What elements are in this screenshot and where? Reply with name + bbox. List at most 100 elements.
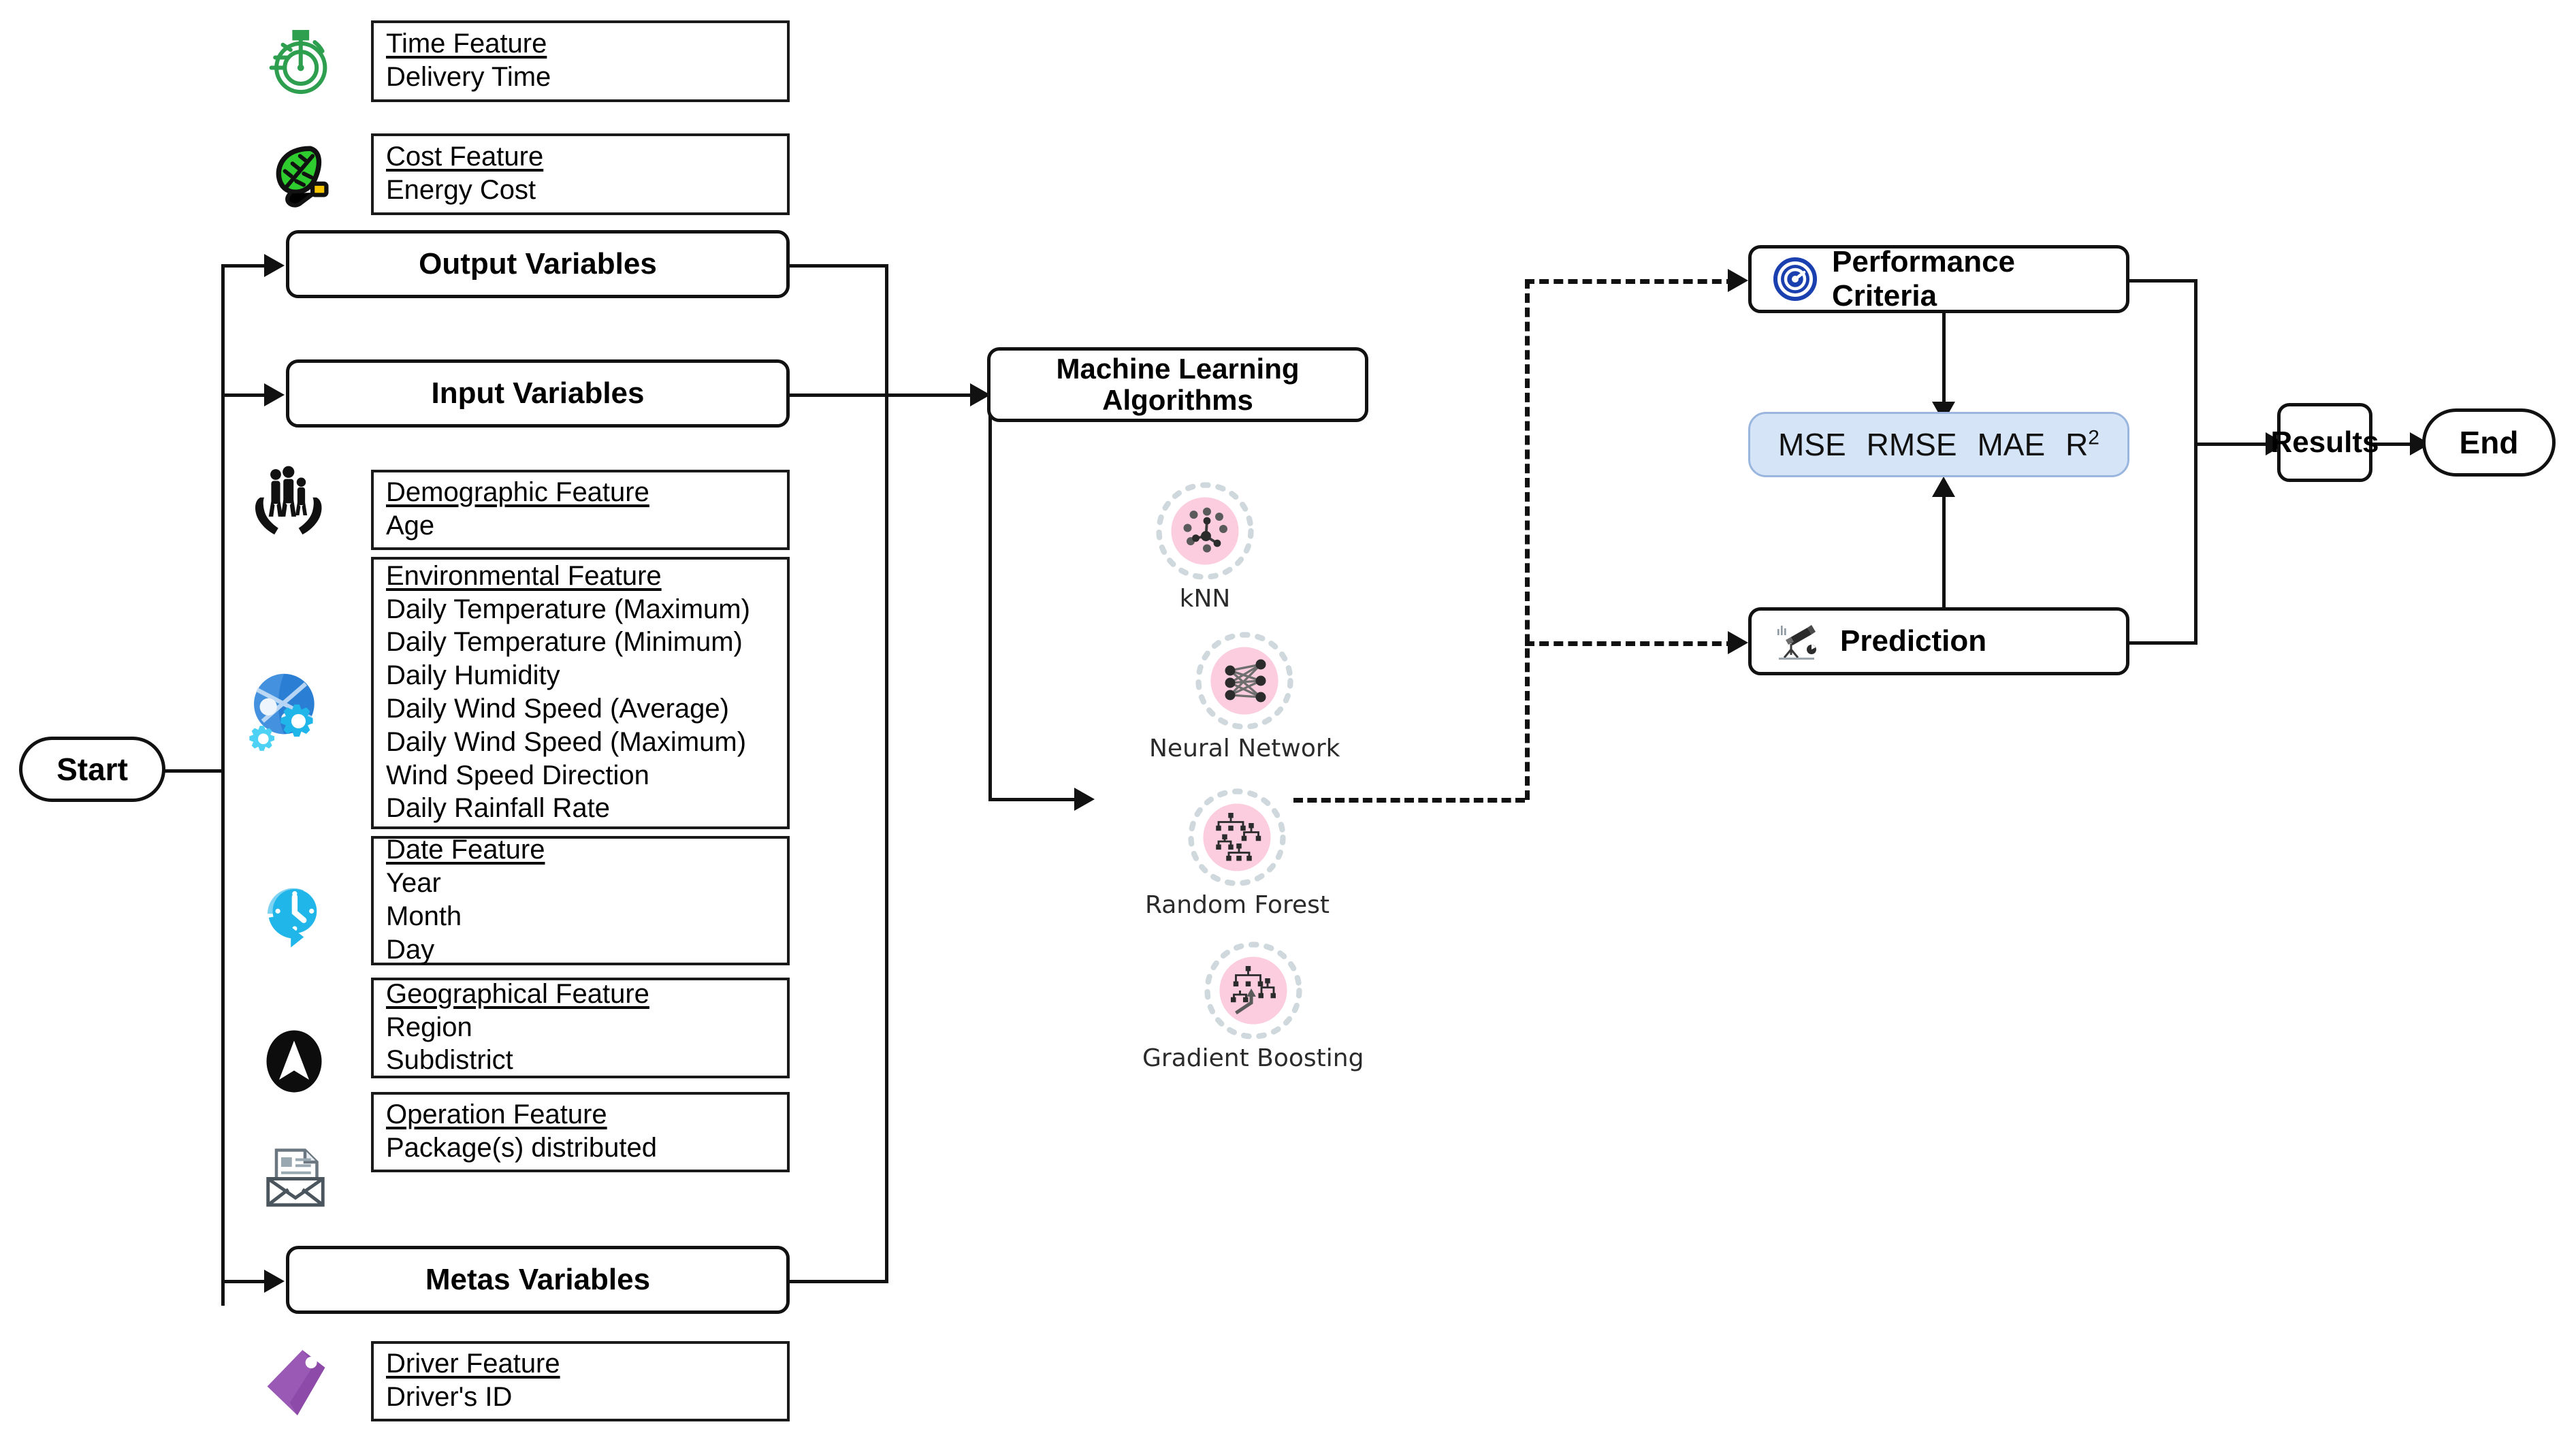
feature-card-environmental: Environmental Feature Daily Temperature … <box>371 557 790 829</box>
feature-title: Operation Feature <box>386 1099 607 1130</box>
ml-algorithm-knn[interactable]: kNN <box>1154 480 1256 613</box>
metric-r-squared: R2 <box>2065 426 2099 462</box>
metas-variables-label: Metas Variables <box>425 1263 651 1296</box>
machine-learning-box[interactable]: Machine Learning Algorithms <box>987 347 1368 422</box>
feature-card-time: Time Feature Delivery Time <box>371 20 790 102</box>
connector-bus-to-metas <box>221 1280 265 1283</box>
arrowhead-input <box>264 383 285 406</box>
speedometer-icon <box>1773 257 1817 301</box>
ml-title-line2: Algorithms <box>1102 384 1253 416</box>
feature-line: Energy Cost <box>386 175 536 205</box>
feature-line: Daily Humidity <box>386 660 560 691</box>
feature-title: Cost Feature <box>386 142 544 172</box>
dashed-riser <box>1525 279 1530 800</box>
purple-tag-icon <box>267 1350 325 1415</box>
metric-mse: MSE <box>1777 427 1846 462</box>
performance-criteria-box[interactable]: Performance Criteria <box>1748 245 2129 313</box>
performance-criteria-label: Performance Criteria <box>1832 245 2016 312</box>
connector-performance-right <box>2129 279 2197 283</box>
connector-start-to-bus <box>163 769 225 773</box>
prediction-label: Prediction <box>1840 624 1987 658</box>
connector-right-bus <box>885 264 888 1283</box>
knn-cluster-icon <box>1154 480 1256 582</box>
leaf-plug-icon <box>276 146 329 208</box>
random-forest-icon <box>1186 786 1288 888</box>
output-variables-label: Output Variables <box>419 247 657 280</box>
ml-algorithm-random-forest[interactable]: Random Forest <box>1145 786 1330 919</box>
output-variables-box[interactable]: Output Variables <box>286 230 790 298</box>
start-node[interactable]: Start <box>19 737 165 802</box>
feature-title: Demographic Feature <box>386 477 649 508</box>
feature-line: Year <box>386 868 441 899</box>
globe-gears-icon <box>249 673 315 751</box>
input-variables-label: Input Variables <box>431 376 645 410</box>
dashed-models-out <box>1293 798 1525 803</box>
telescope-icon <box>1777 625 1816 660</box>
feature-card-driver: Driver Feature Driver's ID <box>371 1341 790 1421</box>
ml-algorithm-label: Neural Network <box>1149 735 1340 762</box>
connector-results-to-end <box>2369 443 2413 446</box>
feature-line: Delivery Time <box>386 62 551 92</box>
ml-algorithm-neural-network[interactable]: Neural Network <box>1149 630 1340 762</box>
ml-algorithm-gradient-boosting[interactable]: Gradient Boosting <box>1142 939 1364 1072</box>
connector-output-right <box>790 264 888 268</box>
navigation-arrow-icon <box>266 1030 322 1093</box>
feature-line: Daily Wind Speed (Maximum) <box>386 726 747 757</box>
metas-variables-box[interactable]: Metas Variables <box>286 1246 790 1314</box>
feature-line: Daily Wind Speed (Average) <box>386 694 729 724</box>
envelope-document-icon <box>266 1148 325 1207</box>
stopwatch-icon <box>269 30 327 95</box>
feature-line: Daily Temperature (Maximum) <box>386 594 750 624</box>
feature-card-cost: Cost Feature Energy Cost <box>371 133 790 215</box>
clock-refresh-icon <box>267 888 317 948</box>
metric-rmse: RMSE <box>1866 427 1957 462</box>
dashed-to-prediction <box>1525 641 1736 646</box>
results-label: Results <box>2270 425 2379 459</box>
feature-card-date: Date Feature Year Month Day <box>371 835 790 965</box>
ml-title-line1: Machine Learning <box>1056 352 1300 385</box>
feature-line: Daily Temperature (Minimum) <box>386 627 743 658</box>
connector-bus-to-results <box>2194 443 2269 446</box>
connector-ml-down <box>988 412 992 800</box>
connector-prediction-right <box>2129 641 2197 645</box>
end-node[interactable]: End <box>2422 408 2556 477</box>
neural-network-icon <box>1193 630 1295 732</box>
ml-algorithm-label: Random Forest <box>1145 891 1330 919</box>
feature-line: Package(s) distributed <box>386 1133 657 1163</box>
connector-performance-to-metrics <box>1942 308 1946 406</box>
gradient-boosting-icon <box>1202 939 1304 1042</box>
arrowhead-prediction <box>1728 631 1748 654</box>
family-in-hands-icon <box>255 466 322 535</box>
start-label: Start <box>57 752 128 787</box>
feature-line: Day <box>386 934 435 965</box>
feature-line: Wind Speed Direction <box>386 760 649 790</box>
dashed-to-performance <box>1525 279 1736 284</box>
feature-title: Driver Feature <box>386 1349 560 1379</box>
arrowhead-output <box>264 254 285 277</box>
ml-algorithm-label: kNN <box>1179 585 1231 613</box>
connector-prediction-to-metrics <box>1942 497 1946 623</box>
metric-mae: MAE <box>1977 427 2046 462</box>
connector-input-to-ml <box>790 393 973 397</box>
prediction-box[interactable]: Prediction <box>1748 607 2129 675</box>
connector-results-bus <box>2194 279 2197 643</box>
metrics-pill: MSE RMSE MAE R2 <box>1748 412 2129 477</box>
connector-bus-to-output <box>221 264 265 268</box>
feature-title: Environmental Feature <box>386 560 662 591</box>
arrowhead-performance <box>1728 269 1748 292</box>
feature-title: Time Feature <box>386 29 547 59</box>
connector-bus-to-input <box>221 393 265 397</box>
end-label: End <box>2459 425 2519 460</box>
ml-algorithm-label: Gradient Boosting <box>1142 1044 1364 1072</box>
results-box[interactable]: Results <box>2271 403 2379 482</box>
arrowhead-metrics-up <box>1932 477 1955 497</box>
connector-metas-right <box>790 1280 888 1283</box>
feature-card-operation: Operation Feature Package(s) distributed <box>371 1092 790 1172</box>
feature-line: Daily Rainfall Rate <box>386 793 611 824</box>
arrowhead-metas <box>264 1270 285 1293</box>
feature-line: Subdistrict <box>386 1045 513 1076</box>
feature-line: Region <box>386 1012 472 1042</box>
input-variables-box[interactable]: Input Variables <box>286 359 790 428</box>
feature-card-geographical: Geographical Feature Region Subdistrict <box>371 978 790 1078</box>
feature-line: Age <box>386 511 435 541</box>
